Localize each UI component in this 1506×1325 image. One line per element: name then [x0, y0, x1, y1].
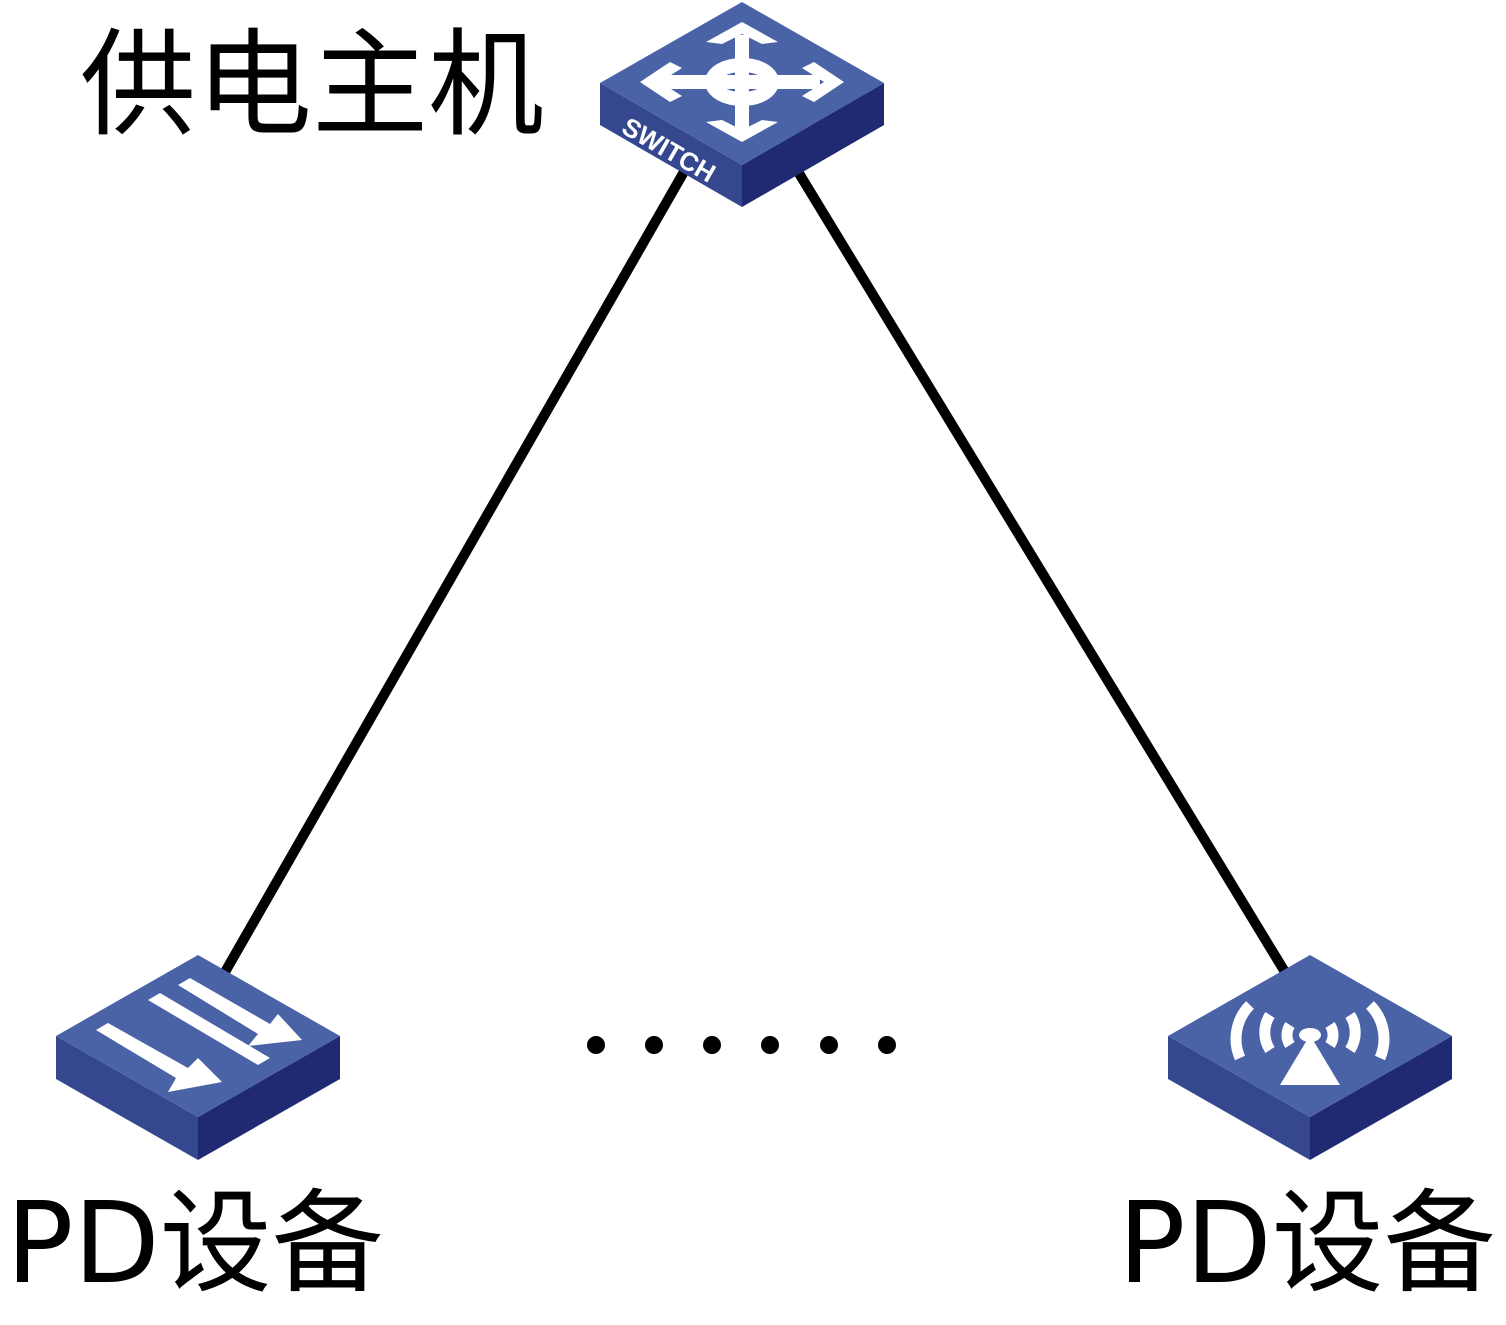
pd-device-label-left: PD设备: [6, 1179, 384, 1309]
link-host-to-pd-left: [220, 167, 690, 975]
ellipsis-dot: [703, 1036, 721, 1054]
core-switch-icon: SWITCH: [600, 2, 884, 207]
more-devices-ellipsis: [587, 1036, 896, 1054]
link-host-to-pd-right: [792, 167, 1290, 975]
host-label: 供电主机: [80, 18, 544, 153]
ellipsis-dot: [645, 1036, 663, 1054]
layer2-switch-icon: [56, 955, 340, 1160]
ellipsis-dot: [761, 1036, 779, 1054]
ellipsis-dot: [587, 1036, 605, 1054]
ellipsis-dot: [820, 1036, 838, 1054]
pd-device-label-right: PD设备: [1118, 1179, 1496, 1309]
wireless-access-point-icon: [1168, 955, 1452, 1160]
ellipsis-dot: [878, 1036, 896, 1054]
